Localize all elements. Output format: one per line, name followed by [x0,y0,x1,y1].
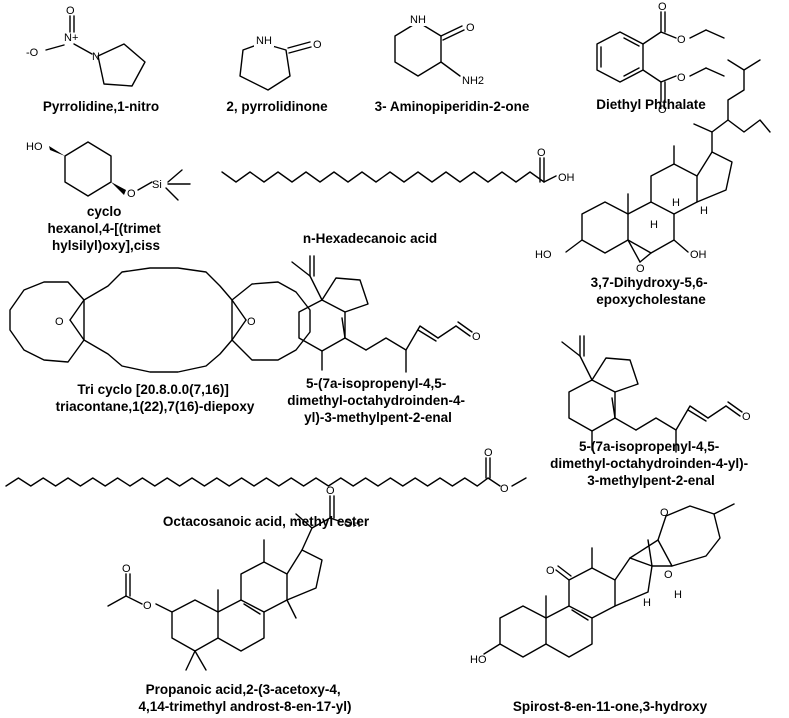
atom-o: O [500,483,509,495]
atom-o: O [742,411,751,423]
structure-hydrindane-enal-1: O [291,255,481,373]
atom-h: H [674,589,682,601]
atom-n: N [92,51,100,63]
label-cyclohexanol-tms: cyclo hexanol,4-[(trimet hylsilyl)oxy],c… [47,204,164,253]
atom-n-plus: N+ [64,32,78,44]
atom-o: O [537,147,546,159]
structure-cyclohexanol-tms: HO O Si [26,141,191,201]
atom-o-minus: -O [26,47,39,59]
label-n-hexadecanoic-acid: n-Hexadecanoic acid [303,231,437,246]
atom-o: O [546,565,555,577]
structure-3-aminopiperidin-2-one: NH O NH2 [394,12,484,87]
atom-h: H [643,597,651,609]
atom-oh: OH [690,249,707,261]
atom-o: O [313,39,322,51]
atom-si: Si [152,179,162,191]
atom-o: O [677,34,686,46]
structure-pyrrolidine-1-nitro: O N+ N -O [26,5,146,87]
structure-octacosanoic-methyl-ester: O O [5,447,527,495]
atom-oh: OH [558,172,575,184]
atom-o: O [658,1,667,13]
label-tricyclo-diepoxy: Tri cyclo [20.8.0.0(7,16)] triacontane,1… [56,382,255,414]
label-pyrrolidine-1-nitro: Pyrrolidine,1-nitro [43,99,159,114]
atom-o: O [122,563,131,575]
atom-o: O [484,447,493,459]
atom-h: H [672,197,680,209]
structure-diethyl-phthalate: O O O O [596,1,725,116]
structure-hydrindane-enal-2: O [561,335,751,453]
atom-o: O [247,316,256,328]
label-spirostenone: Spirost-8-en-11-one,3-hydroxy [513,699,708,714]
structure-epoxycholestane: HO OH O H H H [535,59,771,275]
atom-o: O [658,104,667,116]
atom-o: O [66,5,75,17]
atom-oh: OH [344,518,361,530]
structure-2-pyrrolidinone: NH O [239,33,322,91]
label-2-pyrrolidinone: 2, pyrrolidinone [226,99,328,114]
label-hydrindane-enal-2: 5-(7a-isopropenyl-4,5- dimethyl-octahydr… [550,439,752,488]
atom-o: O [55,316,64,328]
structure-propanoic-acid-steroid: O O O OH [107,485,361,671]
structure-spirostenone: O HO O O H H [470,503,735,666]
atom-o: O [127,188,136,200]
atom-o: O [466,22,475,34]
atom-ho: HO [26,141,43,153]
atom-o: O [636,263,645,275]
label-propanoic-acid-steroid: Propanoic acid,2-(3-acetoxy-4, 4,14-trim… [138,682,351,714]
structure-n-hexadecanoic-acid: O OH [221,147,575,184]
atom-ho: HO [470,654,487,666]
atom-nh2: NH2 [462,75,484,87]
atom-o: O [664,569,673,581]
label-diethyl-phthalate: Diethyl Phthalate [596,97,706,112]
structure-tricyclo-diepoxy: O O [9,267,311,373]
atom-nh: NH [256,35,272,47]
atom-ho: HO [535,249,552,261]
atom-h: H [700,205,708,217]
atom-o: O [677,72,686,84]
label-hydrindane-enal-1: 5-(7a-isopropenyl-4,5- dimethyl-octahydr… [287,376,469,425]
label-epoxycholestane: 3,7-Dihydroxy-5,6- epoxycholestane [591,275,712,307]
atom-o: O [143,600,152,612]
atom-o: O [326,485,335,497]
atom-o: O [472,331,481,343]
atom-h: H [650,219,658,231]
label-octacosanoic-methyl-ester: Octacosanoic acid, methyl ester [163,514,370,529]
atom-o: O [660,507,669,519]
label-3-aminopiperidin-2-one: 3- Aminopiperidin-2-one [375,99,530,114]
atom-nh: NH [410,14,426,26]
